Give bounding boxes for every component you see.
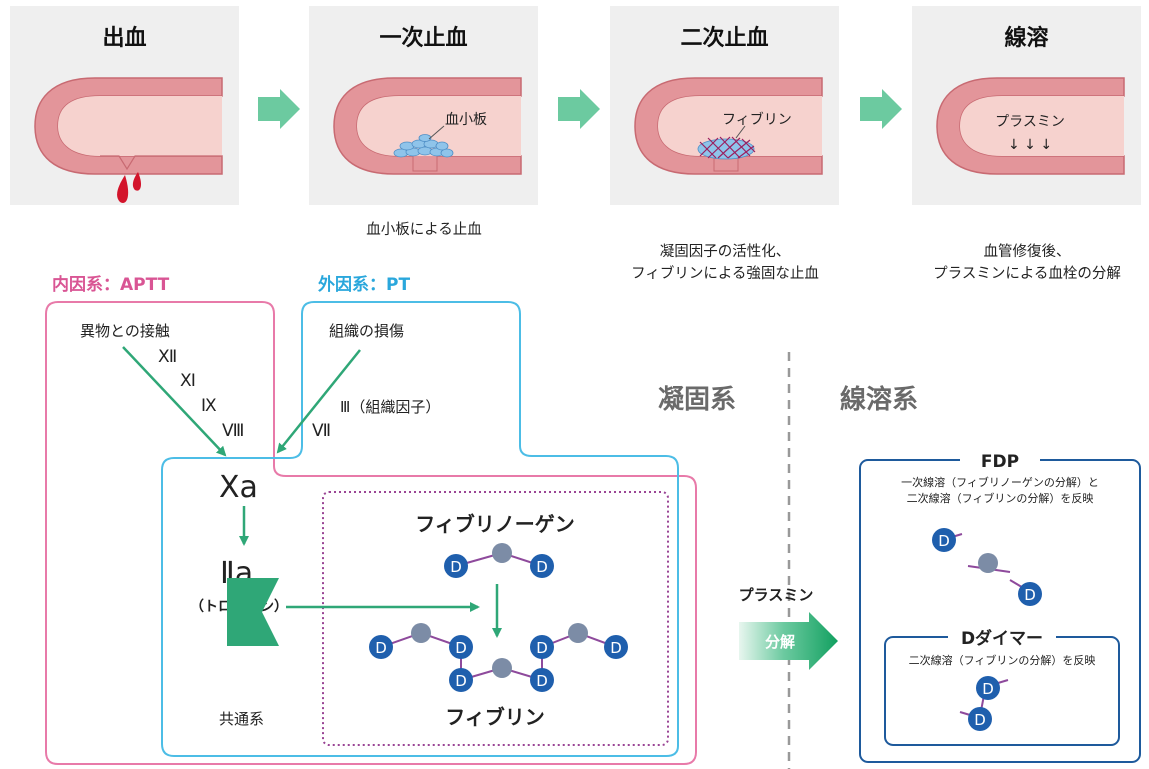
d-label: D bbox=[536, 558, 548, 576]
d-label: D bbox=[1024, 586, 1036, 604]
fibrinogen-label: フィブリノーゲン bbox=[415, 512, 575, 536]
e-domain-node bbox=[492, 658, 512, 678]
d-domain-node bbox=[968, 707, 992, 731]
plasmin-down-arrows: ↓ ↓ ↓ bbox=[1008, 137, 1052, 153]
plasmin-stage-label: プラスミン bbox=[995, 114, 1065, 130]
caption-primary: 血小板による止血 bbox=[294, 219, 554, 241]
d-domain-node bbox=[1018, 582, 1042, 606]
d-domain-node bbox=[604, 635, 628, 659]
vessel-fibrin-illustration: フィブリン bbox=[634, 77, 823, 175]
d-domain-node bbox=[369, 635, 393, 659]
stage-title-fibrinolysis: 線溶 bbox=[1004, 26, 1049, 51]
e-domain-node bbox=[411, 623, 431, 643]
d-domain-node bbox=[932, 528, 956, 552]
e-domain-node bbox=[492, 543, 512, 563]
vessel-plasmin-illustration: プラスミン ↓ ↓ ↓ bbox=[936, 77, 1125, 175]
stage-panel-secondary: 二次止血 フィブリン bbox=[610, 6, 839, 205]
d-label: D bbox=[455, 672, 467, 690]
stage-title-primary: 一次止血 bbox=[379, 26, 468, 51]
factor-xi: Ⅺ bbox=[180, 371, 196, 391]
ddimer-title: Dダイマー bbox=[961, 628, 1043, 649]
stage-panel-primary: 一次止血 血小板 bbox=[309, 6, 538, 205]
fdp-title: FDP bbox=[981, 452, 1019, 472]
d-label: D bbox=[974, 711, 986, 729]
caption-primary-text: 血小板による止血 bbox=[366, 222, 482, 238]
caption-secondary: 凝固因子の活性化、 フィブリンによる強固な止血 bbox=[595, 219, 855, 285]
d-label: D bbox=[536, 639, 548, 657]
caption-fibrinolysis: 血管修復後、 プラスミンによる血栓の分解 bbox=[897, 219, 1149, 285]
stage-arrow-2 bbox=[558, 89, 600, 129]
vessel-bleeding-illustration bbox=[34, 77, 223, 203]
factor-tissue: Ⅲ（組織因子） bbox=[340, 398, 440, 416]
factor-xa: Xa bbox=[219, 470, 258, 505]
d-domain-node bbox=[530, 554, 554, 578]
stage-panel-bleeding: 出血 bbox=[10, 6, 239, 205]
coagulation-system-label: 凝固系 bbox=[658, 385, 736, 415]
intrinsic-arrow bbox=[122, 346, 227, 457]
decompose-arrow-icon bbox=[739, 612, 838, 670]
d-label: D bbox=[610, 639, 622, 657]
d-domain-node bbox=[530, 668, 554, 692]
fibrin-formation-box bbox=[322, 491, 669, 746]
stage-title-bleeding: 出血 bbox=[102, 26, 147, 51]
common-pathway-label: 共通系 bbox=[219, 710, 264, 728]
fdp-desc-line1: 一次線溶（フィブリノーゲンの分解）と bbox=[901, 475, 1099, 489]
fibrin-clot-icon bbox=[697, 136, 756, 160]
d-label: D bbox=[375, 639, 387, 657]
stage-title-secondary: 二次止血 bbox=[680, 26, 769, 51]
d-label: D bbox=[982, 680, 994, 698]
caption-fibrinolysis-text: 血管修復後、 プラスミンによる血栓の分解 bbox=[933, 244, 1121, 282]
stage-arrow-1 bbox=[258, 89, 300, 129]
fdp-box bbox=[859, 459, 1141, 763]
vessel-platelet-illustration: 血小板 bbox=[333, 77, 522, 175]
e-domain-node bbox=[978, 553, 998, 573]
tissue-damage-label: 組織の損傷 bbox=[329, 322, 404, 340]
factor-ix: Ⅸ bbox=[201, 396, 217, 416]
d-label: D bbox=[536, 672, 548, 690]
fibrinolysis-system-label: 線溶系 bbox=[840, 384, 918, 415]
intrinsic-label: 内因系：APTT bbox=[52, 274, 170, 295]
d-domain-node bbox=[444, 554, 468, 578]
platelet-label: 血小板 bbox=[445, 112, 487, 128]
fibrin-nodes bbox=[369, 623, 628, 692]
stage-panel-fibrinolysis: 線溶 プラスミン ↓ ↓ ↓ bbox=[912, 6, 1141, 205]
fibrin-label: フィブリン bbox=[445, 705, 545, 729]
factor-vii: Ⅶ bbox=[312, 421, 331, 441]
ddimer-desc: 二次線溶（フィブリンの分解）を反映 bbox=[909, 653, 1096, 667]
intrinsic-pathway-box bbox=[45, 301, 697, 765]
blood-drop-icon bbox=[117, 175, 129, 203]
decompose-label: 分解 bbox=[765, 633, 795, 651]
d-domain-node bbox=[449, 668, 473, 692]
d-domain-node bbox=[976, 676, 1000, 700]
d-domain-node bbox=[530, 635, 554, 659]
d-label: D bbox=[455, 639, 467, 657]
d-label: D bbox=[450, 558, 462, 576]
e-domain-node bbox=[568, 623, 588, 643]
fdp-desc-line2: 二次線溶（フィブリンの分解）を反映 bbox=[907, 491, 1094, 505]
d-label: D bbox=[938, 532, 950, 550]
extrinsic-pathway-box bbox=[161, 301, 679, 757]
thrombin-scissors-icon bbox=[227, 578, 279, 646]
d-domain-node bbox=[449, 635, 473, 659]
extrinsic-arrow bbox=[276, 349, 361, 454]
plasmin-label: プラスミン bbox=[739, 586, 814, 604]
factor-viii: Ⅷ bbox=[222, 421, 244, 441]
caption-secondary-text: 凝固因子の活性化、 フィブリンによる強固な止血 bbox=[631, 244, 819, 282]
foreign-contact-label: 異物との接触 bbox=[80, 322, 170, 340]
fibrinogen-molecule bbox=[444, 543, 554, 578]
blood-drop-icon bbox=[132, 172, 142, 191]
fibrin-stage-label: フィブリン bbox=[722, 111, 792, 128]
extrinsic-label: 外因系：PT bbox=[318, 274, 410, 295]
stage-arrow-3 bbox=[860, 89, 902, 129]
platelet-cluster-icon bbox=[393, 134, 454, 158]
factor-xii: Ⅻ bbox=[158, 347, 177, 367]
